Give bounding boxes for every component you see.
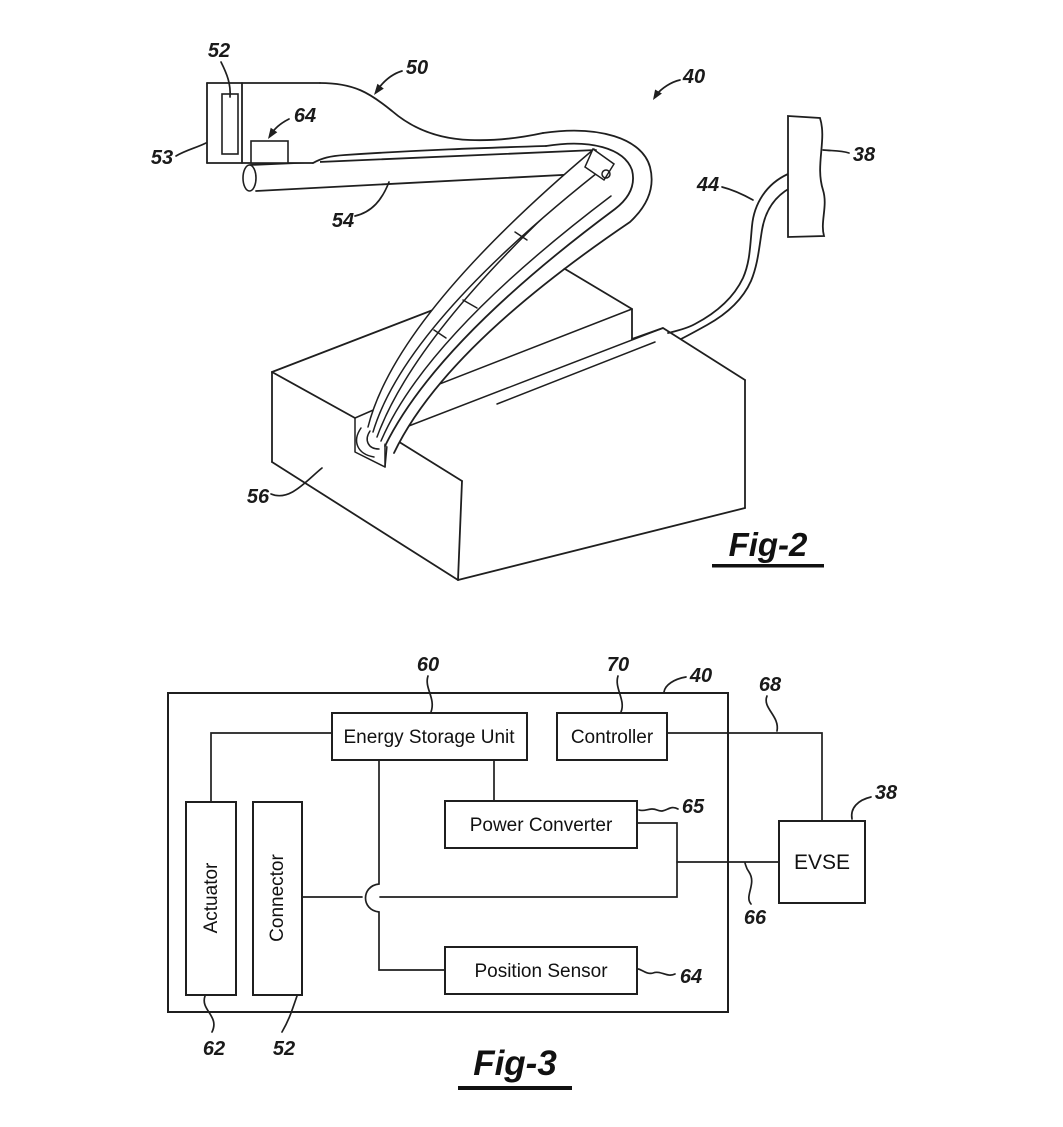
fig3-ref-70: 70 bbox=[607, 654, 629, 676]
fig2-cable bbox=[667, 173, 791, 340]
fig2-ref-53: 53 bbox=[151, 147, 173, 169]
fig2-arrowhead-64 bbox=[268, 127, 278, 139]
fig3-ref-64: 64 bbox=[680, 966, 702, 988]
fig2-ref-56: 56 bbox=[247, 486, 270, 508]
fig3-diagram: Energy Storage Unit Controller Power Con… bbox=[167, 654, 898, 1090]
block-position-sensor bbox=[444, 946, 638, 995]
fig3-ref-60: 60 bbox=[417, 654, 439, 676]
fig3-annotations: 60 70 40 68 38 65 66 64 62 52 bbox=[203, 654, 898, 1060]
fig3-caption-text: Fig-3 bbox=[473, 1044, 557, 1083]
fig2-ref-52: 52 bbox=[208, 40, 230, 62]
fig2-ref-54: 54 bbox=[332, 210, 354, 232]
fig2-wall-unit bbox=[787, 115, 826, 238]
fig3-blocks: Energy Storage Unit Controller Power Con… bbox=[185, 712, 866, 996]
fig2-caption-text: Fig-2 bbox=[729, 526, 808, 563]
fig2-connector-head bbox=[206, 82, 547, 164]
fig3-ref-40: 40 bbox=[689, 665, 712, 687]
fig2-arrowhead-50 bbox=[374, 83, 384, 95]
block-controller-label: Controller bbox=[571, 727, 654, 748]
fig3-ref-65: 65 bbox=[682, 796, 705, 818]
fig2-arm-foot bbox=[355, 427, 380, 458]
block-position-sensor-label: Position Sensor bbox=[474, 961, 608, 982]
fig2-ref-38: 38 bbox=[853, 144, 876, 166]
block-controller bbox=[556, 712, 668, 761]
fig2-arm-plate bbox=[367, 147, 616, 433]
fig2-drawing: 52 53 64 50 54 40 44 38 56 Fig-2 bbox=[151, 40, 876, 581]
fig2-ref-44: 44 bbox=[696, 174, 719, 196]
fig3-ref-62: 62 bbox=[203, 1038, 225, 1060]
block-evse-label: EVSE bbox=[794, 851, 850, 874]
fig2-arrowhead-40 bbox=[653, 89, 662, 100]
fig2-caption: Fig-2 bbox=[712, 526, 824, 568]
fig2-connector-element bbox=[221, 93, 239, 155]
fig3-ref-68: 68 bbox=[759, 674, 782, 696]
fig2-position-sensor-box bbox=[250, 140, 289, 164]
block-connector-label: Connector bbox=[267, 854, 288, 942]
block-energy-storage-unit bbox=[331, 712, 528, 761]
fig3-ref-52: 52 bbox=[273, 1038, 295, 1060]
block-connector bbox=[252, 801, 303, 996]
block-evse bbox=[778, 820, 866, 904]
block-actuator-label: Actuator bbox=[201, 862, 222, 933]
fig3-ref-66: 66 bbox=[744, 907, 767, 929]
block-energy-storage-unit-label: Energy Storage Unit bbox=[343, 727, 515, 748]
fig3-caption-underline bbox=[458, 1086, 572, 1090]
block-actuator bbox=[185, 801, 237, 996]
fig2-base-box bbox=[271, 262, 746, 581]
fig2-caption-underline bbox=[712, 564, 824, 568]
fig2-ref-40: 40 bbox=[682, 66, 705, 88]
fig2-ref-50: 50 bbox=[406, 57, 428, 79]
fig2-elbow-band bbox=[384, 129, 653, 454]
fig3-caption: Fig-3 bbox=[458, 1044, 572, 1090]
fig3-ref-38: 38 bbox=[875, 782, 898, 804]
fig3-wires bbox=[210, 732, 823, 971]
block-power-converter-label: Power Converter bbox=[470, 815, 613, 836]
fig2-annotations: 52 53 64 50 54 40 44 38 56 bbox=[151, 40, 876, 508]
block-power-converter bbox=[444, 800, 638, 849]
fig2-ref-64: 64 bbox=[294, 105, 316, 127]
